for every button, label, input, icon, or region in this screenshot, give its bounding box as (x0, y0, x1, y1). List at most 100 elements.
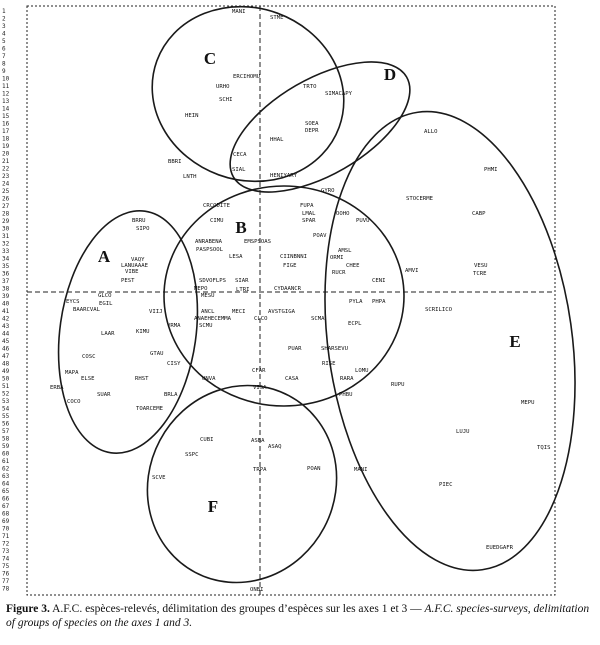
row-label: 26 (2, 196, 10, 203)
row-label: 14 (2, 106, 10, 113)
row-label: 30 (2, 226, 10, 233)
species-label: HENIYARY (270, 173, 298, 179)
row-label: 51 (2, 383, 10, 390)
row-label: 43 (2, 323, 10, 330)
species-label: ERBA (50, 385, 64, 391)
row-label: 60 (2, 451, 10, 458)
ellipse-group-f (146, 384, 338, 584)
species-label: SCRILICO (425, 307, 453, 313)
species-label: SHARSEVU (321, 346, 348, 352)
row-label: 65 (2, 488, 10, 495)
species-label: CRCODITE (203, 203, 231, 209)
row-label: 18 (2, 136, 10, 143)
ellipse-group-e (324, 110, 576, 572)
species-label: MAPA (65, 370, 79, 376)
species-label: VAQY (131, 257, 145, 263)
species-label: ANAEHECEMMA (194, 316, 232, 322)
row-label: 71 (2, 533, 10, 540)
species-label: SIAL (232, 167, 246, 173)
species-label: AMVI (405, 268, 418, 274)
species-labels: MANISTMEERCIHOMUURHOSCHIHEINTRTOSIMACAPY… (50, 9, 550, 593)
row-label: 25 (2, 188, 10, 195)
species-label: LOMU (355, 368, 368, 374)
species-label: CECA (233, 152, 247, 158)
row-label: 77 (2, 578, 10, 585)
row-label: 37 (2, 278, 10, 285)
row-label: 23 (2, 173, 10, 180)
row-label: 78 (2, 586, 10, 593)
species-label: ORMI (330, 255, 343, 261)
species-label: ELSE (81, 376, 95, 382)
row-label: 73 (2, 548, 10, 555)
row-label: 7 (2, 53, 6, 60)
row-label: 61 (2, 458, 10, 465)
row-label: 6 (2, 46, 6, 53)
species-label: VIIJ (149, 309, 162, 315)
species-label: BRRU (132, 218, 145, 224)
species-label: EUEDGAFR (486, 545, 514, 551)
row-label: 38 (2, 286, 10, 293)
figure-caption: Figure 3. A.F.C. espèces-relevés, délimi… (6, 602, 596, 630)
row-label: 54 (2, 406, 10, 413)
row-label: 2 (2, 16, 6, 23)
species-label: KIMU (136, 329, 149, 335)
species-label: GTAU (150, 351, 163, 357)
species-label: PUVU (356, 218, 369, 224)
row-label: 53 (2, 398, 10, 405)
species-label: VRMA (167, 323, 181, 329)
species-label: HEIN (185, 113, 198, 119)
species-label: TRPA (253, 467, 267, 473)
row-label: 35 (2, 263, 10, 270)
species-label: CABP (472, 211, 486, 217)
row-label: 19 (2, 143, 10, 150)
caption-label: Figure 3. (6, 603, 50, 615)
species-label: CISY (167, 361, 181, 367)
species-label: MESU (201, 293, 214, 299)
species-label: LANUAAAE (121, 263, 149, 269)
row-label: 10 (2, 76, 10, 83)
row-label: 11 (2, 83, 10, 90)
row-label: 27 (2, 203, 10, 210)
species-label: TCRE (473, 271, 487, 277)
row-label: 63 (2, 473, 10, 480)
row-label: 48 (2, 361, 10, 368)
species-label: DEPR (305, 128, 319, 134)
species-label: SCHI (219, 97, 232, 103)
row-label: 55 (2, 413, 10, 420)
species-label: AVSTGIGA (268, 309, 296, 315)
species-label: CYDAANCR (274, 286, 302, 292)
species-label: LUJU (456, 429, 469, 435)
row-label: 9 (2, 68, 6, 75)
row-label: 13 (2, 98, 10, 105)
species-label: EYCS (66, 299, 79, 305)
row-label: 29 (2, 218, 10, 225)
species-label: OOHO (336, 211, 350, 217)
row-label: 75 (2, 563, 10, 570)
row-label: 36 (2, 271, 10, 278)
ellipse-group-c (151, 5, 345, 183)
row-label: 56 (2, 421, 10, 428)
species-label: SPAR (302, 218, 316, 224)
species-label: CHEE (346, 263, 360, 269)
plot-frame (26, 5, 556, 596)
species-label: URHO (216, 84, 230, 90)
row-label: 42 (2, 316, 10, 323)
row-label: 45 (2, 338, 10, 345)
species-label: MEPO (194, 286, 208, 292)
group-letter-d: D (384, 65, 396, 84)
species-label: UNVA (202, 376, 216, 382)
row-label: 15 (2, 113, 10, 120)
species-label: PUAR (288, 346, 302, 352)
row-label: 21 (2, 158, 10, 165)
species-label: PHPA (372, 299, 386, 305)
group-letter-a: A (98, 247, 111, 266)
row-label: 28 (2, 211, 10, 218)
group-letter-b: B (235, 218, 246, 237)
species-label: GYRO (321, 188, 335, 194)
afc-scatter-figure: 1234567891011121314151617181920212223242… (2, 5, 576, 596)
row-label: 58 (2, 436, 10, 443)
row-label: 69 (2, 518, 10, 525)
row-label: 62 (2, 466, 10, 473)
row-label: 33 (2, 248, 10, 255)
species-label: SOEA (305, 121, 319, 127)
